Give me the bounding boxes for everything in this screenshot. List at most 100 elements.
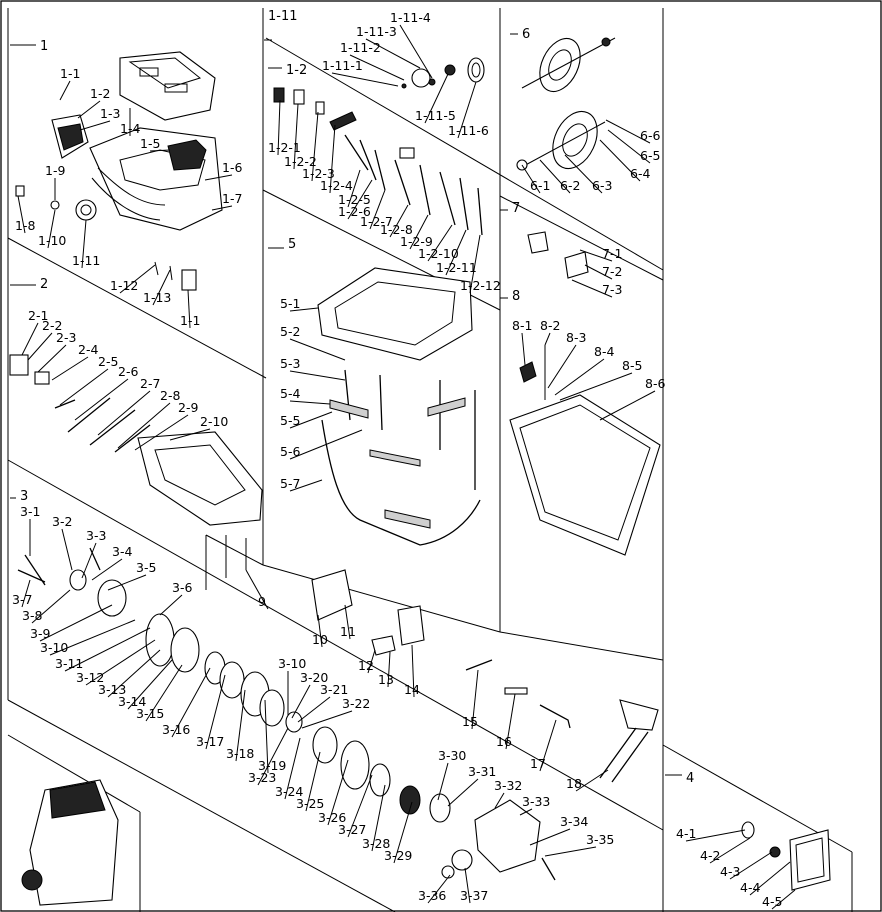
- callout-leader: [59, 368, 109, 406]
- loose-parts: [225, 535, 659, 783]
- group-label-g6: 6: [522, 27, 530, 42]
- part-callout: 3-35: [586, 832, 614, 847]
- callout-leader: [311, 111, 319, 182]
- part-callout: 5-2: [280, 324, 300, 339]
- callout-leader: [584, 264, 613, 280]
- callout-leader: [291, 684, 311, 719]
- callout-leader: [187, 289, 191, 329]
- wheel-parts: [516, 37, 616, 171]
- part-callout: 6-1: [530, 178, 550, 193]
- part-callout: 3-22: [342, 696, 370, 711]
- part-callout: 1-2-9: [400, 234, 433, 249]
- part-callout: 1-2: [90, 86, 110, 101]
- part-callout: 5-7: [280, 476, 300, 491]
- part-callout: 3-25: [296, 796, 324, 811]
- callout-leader: [369, 189, 386, 230]
- callout-leader: [771, 889, 796, 910]
- part-callout: 11: [340, 624, 356, 639]
- callout-leader: [77, 100, 101, 119]
- callout-leader: [539, 719, 557, 772]
- part-callout: 5-1: [280, 296, 300, 311]
- part-callout: 6-6: [640, 128, 660, 143]
- part-callout: 15: [462, 714, 478, 729]
- outlet-cover-parts: [741, 821, 831, 891]
- part-callout: 9: [258, 594, 266, 609]
- callout-leader: [575, 769, 609, 792]
- part-callout: 3-4: [112, 544, 132, 559]
- callout-leader: [457, 81, 477, 139]
- part-callout: 3-14: [118, 694, 146, 709]
- callout-leader: [554, 358, 605, 396]
- callout-leader: [437, 762, 449, 801]
- part-callout: 1-11-1: [322, 58, 363, 73]
- part-callout: 1-2-6: [338, 204, 371, 219]
- part-callout: 6-3: [592, 178, 612, 193]
- part-callout: 8-4: [594, 344, 614, 359]
- callout-leader: [21, 322, 39, 356]
- part-callout: 3-26: [318, 810, 346, 825]
- callout-leader: [607, 129, 651, 164]
- part-callout: 3-16: [162, 722, 190, 737]
- bracket-parts: [527, 231, 589, 279]
- switch-box-parts: [9, 354, 263, 526]
- callout-leader: [685, 829, 746, 842]
- housing-parts: [15, 51, 223, 291]
- callout-leader: [47, 209, 56, 249]
- callout-leader: [599, 139, 641, 182]
- motor-assembly: [17, 547, 556, 881]
- part-callout: 1-2-2: [284, 154, 317, 169]
- part-callout: 3-7: [12, 592, 32, 607]
- callout-leader: [159, 594, 183, 616]
- part-callout: 3-15: [136, 706, 164, 721]
- part-callout: 1-13: [143, 290, 171, 305]
- part-callout: 8-1: [512, 318, 532, 333]
- part-callout: 2-3: [56, 330, 76, 345]
- callout-leader: [289, 307, 319, 312]
- callout-leader: [347, 179, 373, 220]
- part-callout: 2-9: [178, 400, 198, 415]
- part-callout: 3-30: [438, 748, 466, 763]
- callout-leader: [447, 778, 479, 807]
- part-callout: 1-1: [60, 66, 80, 81]
- part-callout: 6-2: [560, 178, 580, 193]
- group-label-g1_2: 1-2: [286, 63, 307, 78]
- callout-leader: [37, 344, 67, 373]
- callout-leader: [305, 751, 321, 812]
- part-callout: 1-11-5: [415, 108, 456, 123]
- part-callout: 3-2: [52, 514, 72, 529]
- callout-leader: [389, 204, 409, 238]
- wiring-parts: [273, 57, 485, 236]
- callout-leader: [301, 710, 353, 729]
- callout-leader: [471, 669, 479, 730]
- callout-leader: [344, 604, 351, 640]
- part-callout: 1-11-3: [356, 24, 397, 39]
- part-callout: 7-3: [602, 282, 622, 297]
- callout-leader: [107, 649, 161, 698]
- part-callout: 5-6: [280, 444, 300, 459]
- group-label-g5: 5: [288, 237, 296, 252]
- callout-leader: [289, 479, 323, 492]
- callout-leader: [365, 38, 421, 69]
- part-callout: 3-3: [86, 528, 106, 543]
- callout-leader: [349, 54, 405, 81]
- callout-leader: [347, 169, 361, 208]
- part-callout: 1-10: [38, 233, 66, 248]
- callout-leader: [729, 851, 773, 880]
- part-callout: 3-24: [275, 784, 303, 799]
- part-callout: 12: [358, 658, 374, 673]
- group-label-g7: 7: [512, 201, 520, 216]
- group-label-g3: 3: [20, 489, 28, 504]
- callout-leader: [149, 149, 171, 152]
- part-callout: 1-2-3: [302, 166, 335, 181]
- part-callout: 5-4: [280, 386, 300, 401]
- callout-leader: [393, 801, 413, 864]
- part-callout: 3-21: [320, 682, 348, 697]
- callout-leader: [544, 846, 597, 857]
- part-callout: 2-7: [140, 376, 160, 391]
- callout-leader: [235, 689, 246, 762]
- part-callout: 3-10: [40, 640, 68, 655]
- part-callout: 3-28: [362, 836, 390, 851]
- callout-leader: [119, 264, 156, 294]
